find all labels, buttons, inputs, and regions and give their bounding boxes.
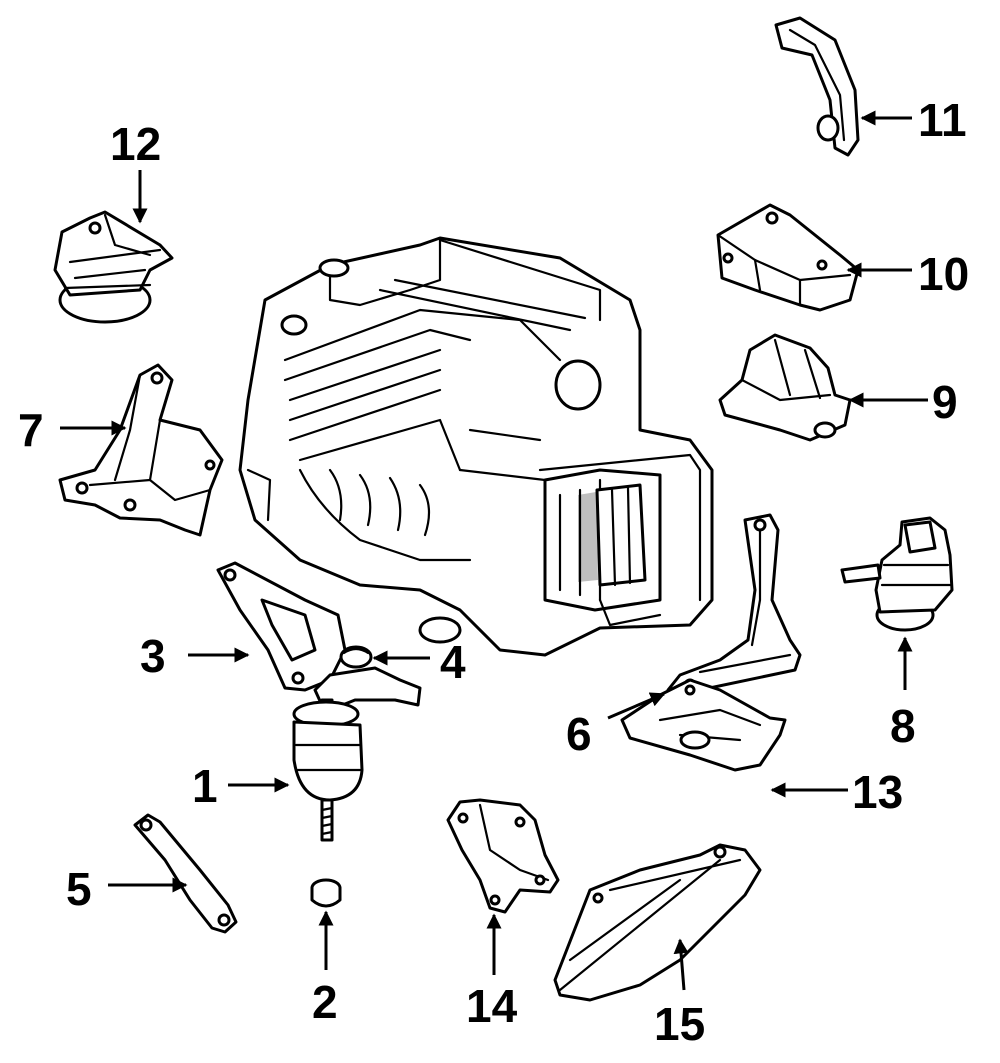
callout-14: 14 (466, 980, 518, 1032)
part-3-bracket (216, 561, 422, 714)
callout-labels: 12 11 10 9 7 8 3 4 6 13 1 5 2 14 15 (18, 94, 969, 1050)
callout-11: 11 (918, 94, 967, 146)
callout-8: 8 (890, 700, 916, 752)
callout-7: 7 (18, 404, 44, 456)
callout-5: 5 (66, 863, 92, 915)
callout-10: 10 (918, 248, 969, 300)
callout-6: 6 (566, 708, 592, 760)
engine-assembly (238, 236, 714, 657)
part-2-bushing (310, 878, 342, 908)
callout-4: 4 (440, 636, 466, 688)
part-13-plate (620, 678, 787, 772)
part-14-bracket (446, 798, 560, 914)
part-1-mount (292, 698, 364, 842)
leader-6 (607, 692, 666, 720)
callout-13: 13 (852, 766, 903, 818)
leader-lines (60, 110, 928, 991)
part-10-bracket (716, 203, 860, 312)
callout-3: 3 (140, 630, 166, 682)
part-7-bracket (58, 363, 224, 537)
part-15-shield (553, 843, 762, 1002)
callout-15: 15 (654, 998, 705, 1050)
callout-2: 2 (312, 976, 338, 1028)
part-9-mount (718, 333, 852, 442)
callout-9: 9 (932, 376, 958, 428)
part-6-bracket (666, 513, 802, 702)
callout-12: 12 (110, 118, 161, 170)
part-4-plug (339, 645, 373, 669)
part-8-mount (840, 516, 954, 632)
part-12-mount (53, 210, 174, 324)
callout-1: 1 (192, 760, 218, 812)
leader-15 (673, 938, 689, 991)
part-5-strut (133, 813, 238, 934)
part-11-bracket (774, 16, 860, 157)
